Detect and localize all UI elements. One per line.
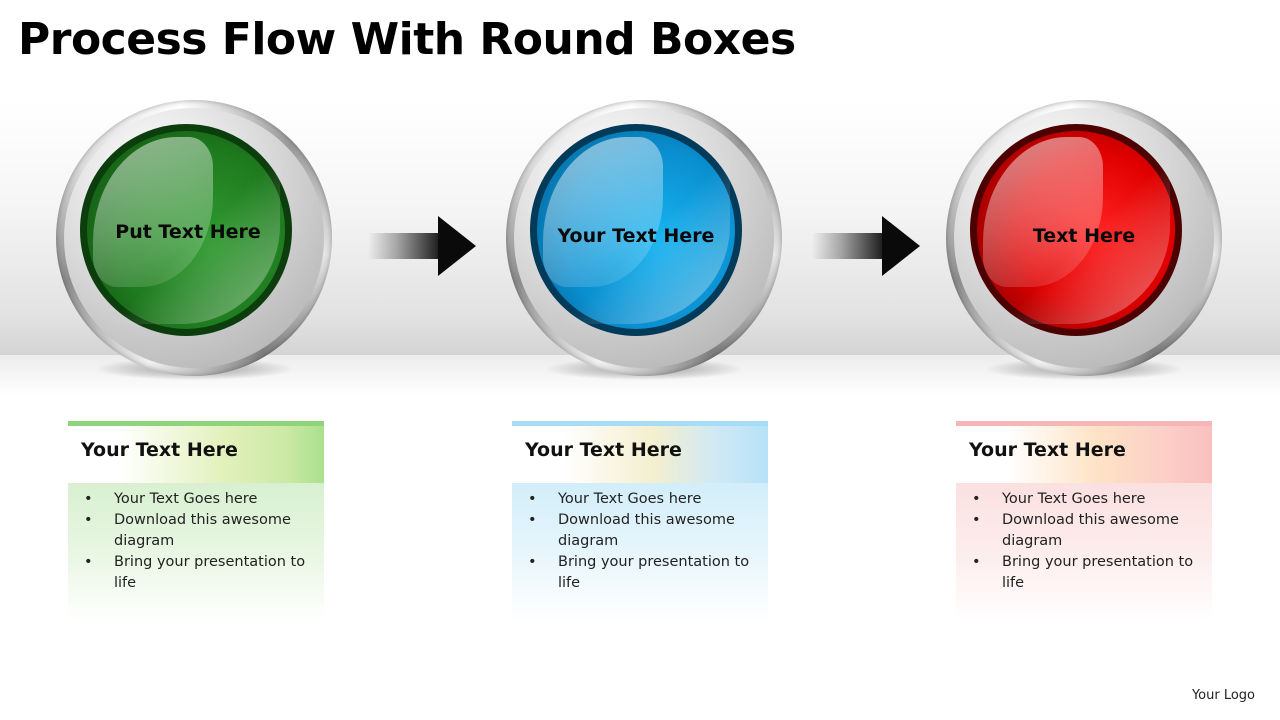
card-title: Your Text Here: [969, 439, 1126, 461]
list-item: Download this awesome diagram: [528, 510, 754, 552]
disc-highlight: [983, 137, 1103, 287]
list-item: Your Text Goes here: [528, 489, 754, 510]
step-label: Your Text Here: [557, 225, 715, 247]
arrow-right-icon: [812, 216, 922, 276]
list-item: Bring your presentation to life: [528, 552, 754, 594]
step-disc: [530, 124, 742, 336]
process-step-1: Put Text Here: [56, 100, 332, 380]
list-item: Download this awesome diagram: [84, 510, 310, 552]
arrow-shaft: [368, 233, 440, 259]
step-label: Text Here: [1032, 225, 1136, 247]
arrow-shaft: [812, 233, 884, 259]
card-header: [68, 421, 324, 483]
bullet-list: Your Text Goes here Download this awesom…: [956, 489, 1198, 594]
step-disc: [80, 124, 292, 336]
text-card-3: Your Text Here Your Text Goes here Downl…: [956, 421, 1212, 621]
list-item: Bring your presentation to life: [972, 552, 1198, 594]
arrow-right-icon: [368, 216, 478, 276]
text-card-2: Your Text Here Your Text Goes here Downl…: [512, 421, 768, 621]
process-step-3: Text Here: [946, 100, 1222, 380]
list-item: Your Text Goes here: [972, 489, 1198, 510]
bullet-list: Your Text Goes here Download this awesom…: [68, 489, 310, 594]
text-card-1: Your Text Here Your Text Goes here Downl…: [68, 421, 324, 621]
card-title: Your Text Here: [525, 439, 682, 461]
bullet-list: Your Text Goes here Download this awesom…: [512, 489, 754, 594]
step-label: Put Text Here: [115, 221, 261, 243]
list-item: Your Text Goes here: [84, 489, 310, 510]
arrow-head: [438, 216, 476, 276]
disc-highlight: [93, 137, 213, 287]
step-disc: [970, 124, 1182, 336]
list-item: Bring your presentation to life: [84, 552, 310, 594]
logo-placeholder: Your Logo: [1191, 688, 1255, 703]
process-step-2: Your Text Here: [506, 100, 782, 380]
page-title: Process Flow With Round Boxes: [18, 14, 796, 65]
card-title: Your Text Here: [81, 439, 238, 461]
card-header: [512, 421, 768, 483]
disc-highlight: [543, 137, 663, 287]
card-header: [956, 421, 1212, 483]
arrow-head: [882, 216, 920, 276]
list-item: Download this awesome diagram: [972, 510, 1198, 552]
